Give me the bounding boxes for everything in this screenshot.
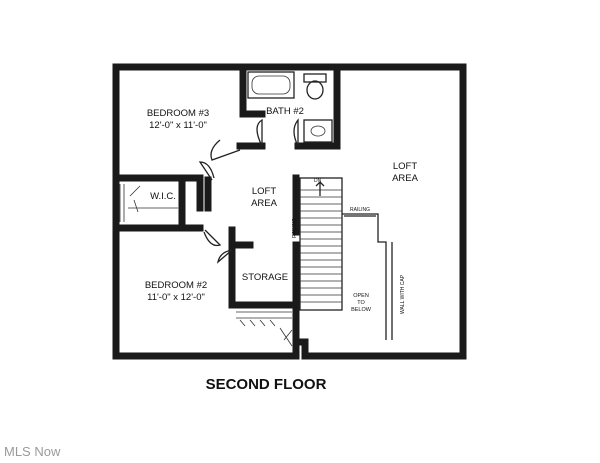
bedroom3-size: 12'-0" x 11'-0" [149, 120, 207, 131]
plan-title: SECOND FLOOR [206, 376, 327, 393]
door-swings [198, 118, 299, 264]
bedroom3-name: BEDROOM #3 [147, 108, 209, 119]
exterior-walls [112, 63, 467, 360]
staircase [299, 177, 343, 311]
open-label-line3: BELOW [351, 307, 372, 313]
closet-shelving [119, 184, 293, 347]
storage-name: STORAGE [242, 272, 288, 283]
loft-east-label-line2: AREA [392, 173, 419, 184]
bedroom2-size: 11'-0" x 12'-0" [147, 292, 205, 303]
loft-east-label-line1: LOFT [393, 161, 417, 172]
open-label-line1: OPEN [353, 293, 369, 299]
open-label-line2: TO [357, 300, 365, 306]
bath2-name: BATH #2 [266, 106, 304, 117]
wic-name: W.I.C. [150, 191, 176, 202]
railing-side-label: RAILING [292, 218, 298, 238]
room-labels: BEDROOM #3 12'-0" x 11'-0" BATH #2 LOFT … [145, 106, 419, 303]
loft-center-label-line2: AREA [251, 198, 278, 209]
interior-walls [112, 66, 341, 346]
vanity [303, 119, 333, 143]
loft-center-label-line1: LOFT [252, 186, 276, 197]
sink [310, 125, 326, 137]
plan-annotations: DN RAILING RAILING OPEN TO BELOW WALL WI… [292, 178, 406, 314]
wall-cap-label: WALL WITH CAP [400, 274, 406, 314]
bedroom2-name: BEDROOM #2 [145, 280, 207, 291]
railing-top-label: RAILING [350, 207, 370, 213]
railing [342, 213, 393, 340]
stair-dn-label: DN [314, 178, 322, 184]
toilet-bowl [306, 80, 324, 100]
toilet-tank [303, 73, 327, 83]
bath-fixtures [247, 71, 333, 143]
bathtub [247, 71, 295, 99]
watermark: MLS Now [4, 444, 61, 459]
